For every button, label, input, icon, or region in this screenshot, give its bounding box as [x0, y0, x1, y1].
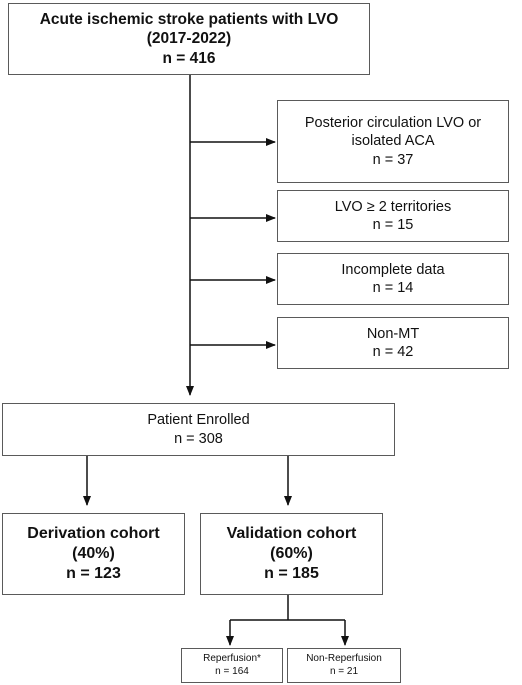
population-period: (2017-2022)	[146, 30, 232, 48]
exclusion-label: LVO ≥ 2 territories	[334, 198, 452, 215]
exclusion-label: Non-MT	[366, 325, 420, 342]
reperfusion-label: Reperfusion*	[203, 653, 261, 664]
exclusion-box-territories: LVO ≥ 2 territories n = 15	[277, 190, 509, 242]
population-title: Acute ischemic stroke patients with LVO	[39, 10, 339, 28]
exclusion-count: n = 14	[372, 280, 414, 296]
population-box: Acute ischemic stroke patients with LVO …	[8, 3, 370, 75]
validation-count: n = 185	[264, 565, 319, 582]
exclusion-label: Posterior circulation LVO or	[304, 115, 482, 132]
non-reperfusion-count: n = 21	[329, 665, 359, 677]
non-reperfusion-label: Non-Reperfusion	[306, 653, 382, 664]
exclusion-box-nonmt: Non-MT n = 42	[277, 317, 509, 369]
exclusion-label: Incomplete data	[341, 261, 445, 278]
exclusion-box-incomplete: Incomplete data n = 14	[277, 253, 509, 305]
non-reperfusion-box: Non-Reperfusion n = 21	[287, 648, 401, 683]
exclusion-count: n = 15	[372, 217, 414, 233]
derivation-percent: (40%)	[72, 545, 115, 562]
exclusion-count: n = 42	[372, 344, 414, 360]
derivation-count: n = 123	[66, 565, 121, 582]
population-count: n = 416	[162, 49, 216, 67]
reperfusion-count: n = 164	[215, 665, 249, 677]
enrolled-box: Patient Enrolled n = 308	[2, 403, 395, 456]
validation-title: Validation cohort	[226, 525, 357, 542]
validation-cohort-box: Validation cohort (60%) n = 185	[200, 513, 383, 595]
derivation-cohort-box: Derivation cohort (40%) n = 123	[2, 513, 185, 595]
enrolled-count: n = 308	[174, 430, 223, 447]
exclusion-count: n = 37	[372, 151, 414, 168]
enrolled-label: Patient Enrolled	[147, 412, 250, 429]
reperfusion-box: Reperfusion* n = 164	[181, 648, 283, 683]
derivation-title: Derivation cohort	[27, 525, 160, 542]
exclusion-label-continued: isolated ACA	[351, 133, 435, 150]
validation-percent: (60%)	[270, 545, 313, 562]
exclusion-box-posterior: Posterior circulation LVO or isolated AC…	[277, 100, 509, 183]
